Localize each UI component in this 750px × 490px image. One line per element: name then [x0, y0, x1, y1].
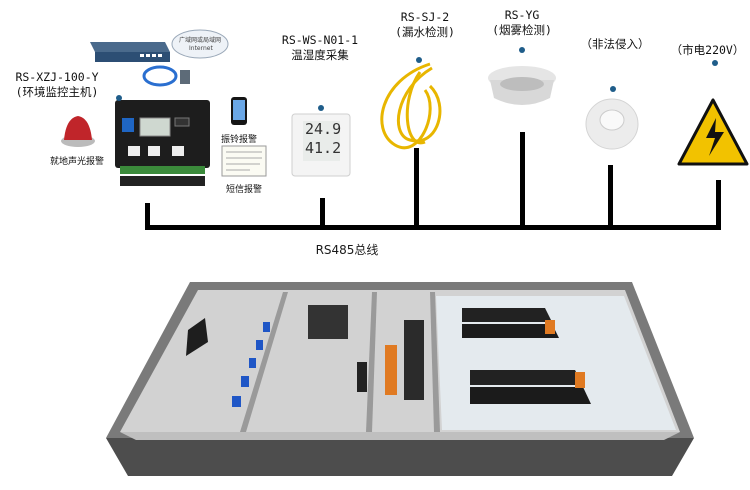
smoke-connector-dot — [519, 47, 525, 53]
local-alarm-label: 就地声光报警 — [50, 157, 105, 167]
sms-alarm-label: 短信报警 — [226, 185, 263, 195]
smoke-detector — [488, 66, 556, 105]
leak-rope — [380, 62, 442, 150]
mobile-phone — [231, 97, 247, 125]
temp-connector-dot — [318, 105, 324, 111]
temp-display: 24.9 — [305, 120, 342, 138]
host-connector-dot — [116, 95, 122, 101]
cable-coil — [142, 65, 190, 87]
intrusion-label: （非法侵入） — [580, 37, 650, 51]
power-label: （市电220V） — [670, 43, 745, 57]
host-controller — [115, 100, 210, 186]
host-name-label: (环境监控主机) — [15, 85, 99, 99]
rs485-bus — [145, 132, 721, 230]
router-caption: 广域网或局域网 — [179, 37, 222, 44]
intrusion-connector-dot — [610, 86, 616, 92]
temp-name-label: 温湿度采集 — [291, 48, 349, 62]
datacenter-floorplan — [106, 282, 694, 476]
network-switch — [90, 29, 229, 62]
sms-card — [221, 145, 267, 177]
host-model-label: RS-XZJ-100-Y — [15, 70, 99, 84]
leak-connector-dot — [416, 57, 422, 63]
smoke-model-label: RS-YG — [504, 8, 540, 22]
infrared-sensor — [585, 98, 639, 150]
leak-model-label: RS-SJ-2 — [400, 10, 450, 24]
warning-sign — [677, 98, 749, 166]
smoke-name-label: (烟雾检测) — [492, 23, 552, 37]
humidity-display: 41.2 — [305, 139, 342, 157]
bus-label: RS485总线 — [315, 243, 379, 257]
router-caption-2: Internet — [189, 45, 213, 52]
temp-humidity-sensor — [291, 113, 351, 177]
power-connector-dot — [712, 60, 718, 66]
phone-alarm-label: 振铃报警 — [221, 135, 258, 145]
strobe-alarm — [61, 116, 95, 147]
temp-model-label: RS-WS-N01-1 — [281, 33, 359, 47]
leak-name-label: (漏水检测) — [395, 25, 455, 39]
